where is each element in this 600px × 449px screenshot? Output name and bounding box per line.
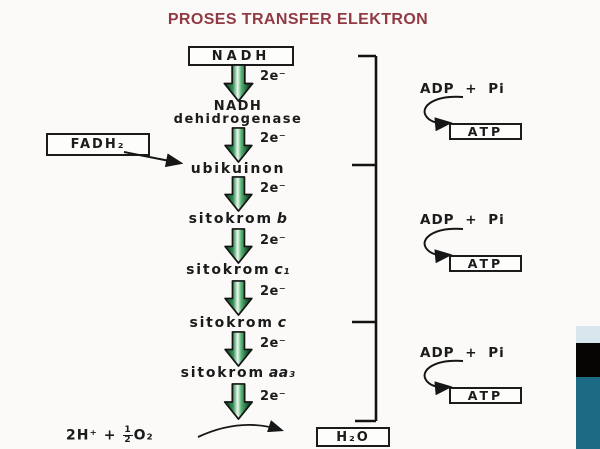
nadh-box: NADH — [188, 46, 294, 66]
adp-pi-label: ADP + Pi — [420, 81, 505, 97]
electron-label: 2e⁻ — [260, 336, 287, 351]
atp-formation-arrow-icon — [423, 359, 464, 396]
electron-arrow-icon — [223, 383, 254, 420]
atp-formation-arrow-icon — [423, 227, 464, 264]
atp-box: ATP — [449, 387, 522, 404]
edge-stripe-black — [576, 343, 600, 377]
electron-label: 2e⁻ — [260, 69, 287, 84]
reactant-prefix: 2H⁺ + — [66, 427, 123, 444]
electron-arrow-icon — [224, 176, 253, 212]
nadh-dehidrogenase-label: NADH dehidrogenase — [100, 100, 376, 126]
sitokrom-word: sitokrom — [189, 315, 274, 331]
sitokrom-suffix: b — [276, 211, 288, 227]
reactant-suffix: O₂ — [133, 427, 154, 444]
sitokrom-suffix: c — [277, 315, 287, 331]
ubikuinon-label: ubikuinon — [190, 161, 286, 177]
electron-label: 2e⁻ — [260, 233, 287, 248]
electron-arrow-icon — [224, 331, 253, 367]
electron-arrow-icon — [224, 127, 253, 163]
atp-formation-arrow-icon — [423, 95, 464, 132]
electron-label: 2e⁻ — [260, 131, 287, 146]
slide-title: PROSES TRANSFER ELEKTRON — [167, 11, 429, 28]
water-box: H₂O — [316, 427, 390, 447]
electron-arrow-icon — [223, 64, 254, 102]
atp-box: ATP — [449, 123, 522, 140]
phosphorylation-bracket — [352, 54, 378, 423]
adp-pi-label: ADP + Pi — [420, 212, 505, 228]
atp-box: ATP — [449, 255, 522, 272]
sitokrom-suffix: aa₃ — [268, 365, 296, 381]
sitokrom-suffix: c₁ — [274, 262, 290, 278]
edge-stripe-teal — [576, 377, 600, 449]
fadh2-entry-arrow-icon — [123, 151, 184, 168]
electron-label: 2e⁻ — [260, 284, 287, 299]
electron-label: 2e⁻ — [260, 389, 287, 404]
electron-label: 2e⁻ — [260, 181, 287, 196]
adp-pi-label: ADP + Pi — [420, 345, 505, 361]
sitokrom-word: sitokrom — [180, 365, 265, 381]
electron-arrow-icon — [224, 280, 253, 316]
nadh-dehidrogenase-line2: dehidrogenase — [173, 112, 303, 127]
water-formation-arrow-icon — [197, 420, 284, 438]
edge-stripe-lightblue — [576, 326, 600, 343]
fadh2-box: FADH₂ — [46, 133, 150, 156]
nadh-dehidrogenase-line1: NADH — [213, 99, 263, 114]
sitokrom-word: sitokrom — [186, 262, 271, 278]
electron-arrow-icon — [224, 228, 253, 264]
sitokrom-word: sitokrom — [188, 211, 273, 227]
